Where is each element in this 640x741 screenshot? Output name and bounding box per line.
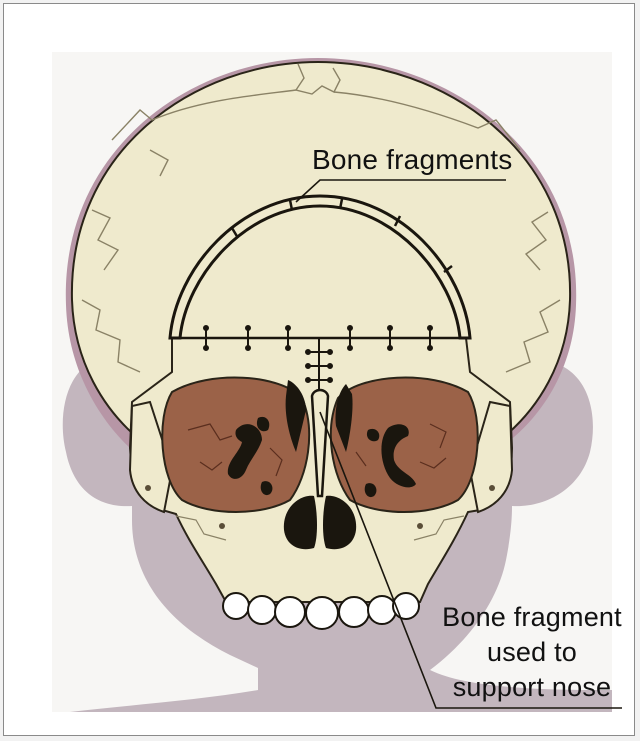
label-nose-support-line-1: Bone fragment [432, 600, 632, 635]
label-nose-support-line-2: used to [432, 635, 632, 670]
label-nose-support-line-3: support nose [432, 670, 632, 705]
label-bone-fragments: Bone fragments [312, 142, 512, 177]
label-nose-support: Bone fragment used to support nose [432, 600, 632, 705]
orbit-right [331, 378, 478, 512]
orbit-left [162, 378, 309, 512]
